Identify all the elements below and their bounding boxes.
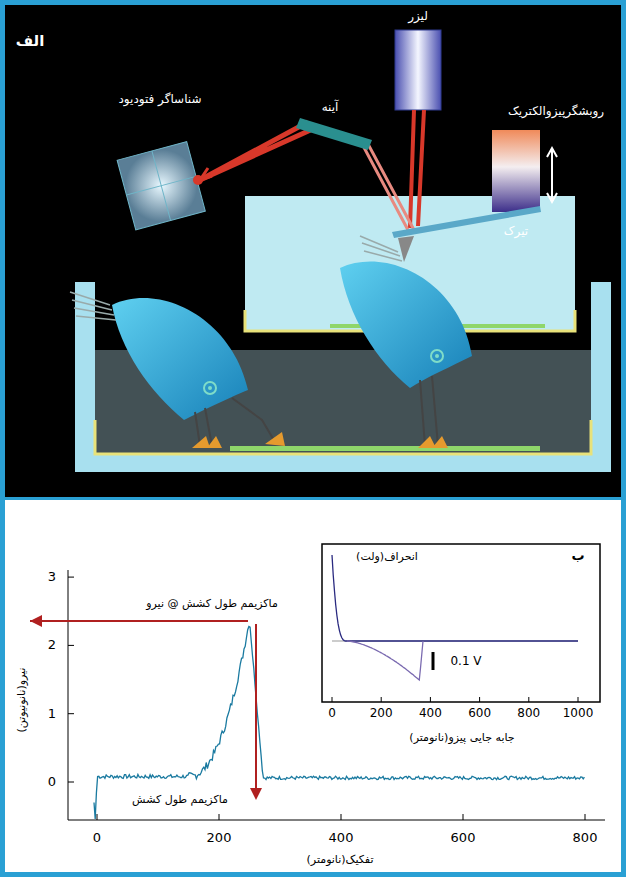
tick-label: 200 [370,707,393,721]
tick-label: 400 [419,707,442,721]
tick-label: 0 [48,775,56,790]
axis-title: جابه جایی پیزو(نانومتر) [407,732,516,745]
tick-label: 200 [207,831,232,846]
component-label: لیزر [408,10,428,24]
tick-label: 800 [573,831,598,846]
tick-label: 3 [48,570,56,585]
annotation: ماکزیمم طول کشش @ نیرو [144,598,280,611]
annotation: ماکزیمم طول کشش [130,794,230,807]
component-label: شناساگر فتودیود [119,93,202,107]
panel-letter: الف [16,33,45,50]
tick-label: 0 [328,707,336,721]
tick-label: 800 [517,707,540,721]
tick-label: 0 [93,831,101,846]
tick-label: 400 [329,831,354,846]
component-label: روبشگرپیزوالکتریک [508,105,604,119]
axis-title: تفکیک(نانومتر) [305,854,376,867]
scale-label: 0.1 V [450,655,481,669]
component-label: آینه [322,101,339,115]
axis-title: نیرو(نانونیوتن) [16,665,29,734]
component-label: تیرک [504,225,528,239]
tick-label: 1 [48,706,56,721]
tick-label: 600 [468,707,491,721]
tick-label: 1000 [563,707,594,721]
panel-letter: ب [569,549,586,564]
tick-label: 2 [48,638,56,653]
axis-title: انحراف(ولت) [354,551,420,564]
tick-label: 600 [451,831,476,846]
